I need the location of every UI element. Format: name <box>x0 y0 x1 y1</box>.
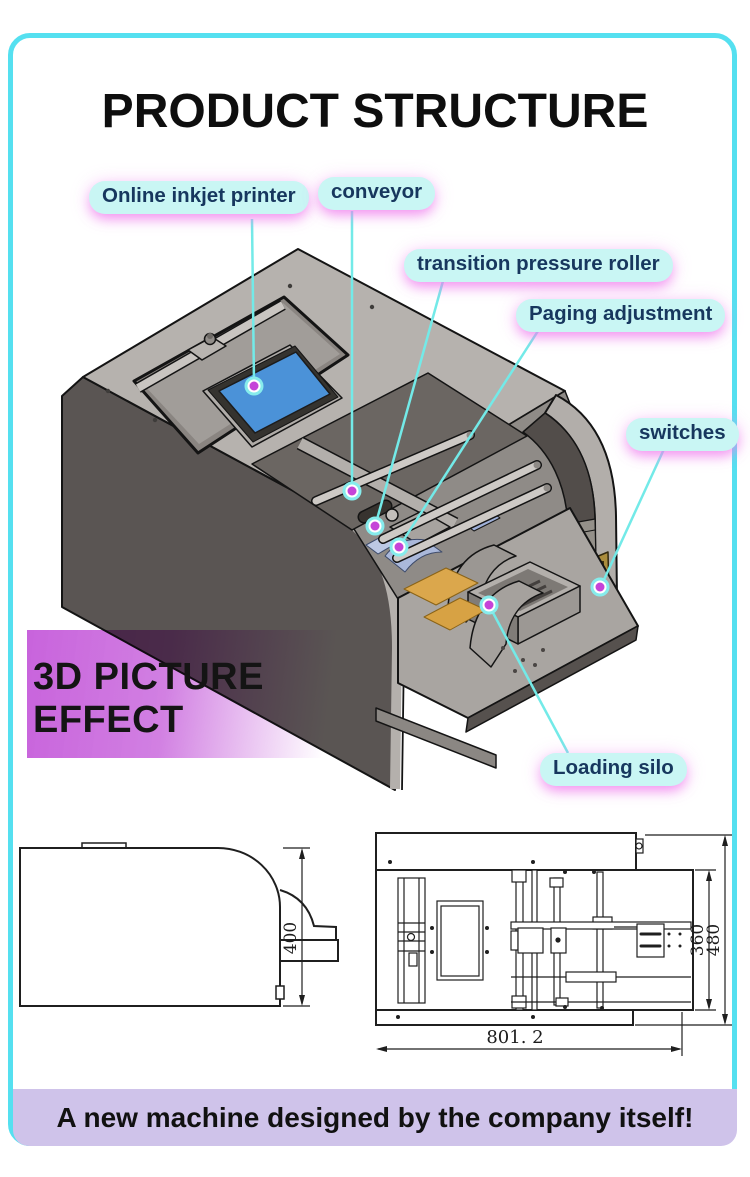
callout-paging-adjustment: Paging adjustment <box>516 299 726 332</box>
callout-online-inkjet-printer: Online inkjet printer <box>89 181 309 214</box>
effect-gradient-band <box>27 630 358 758</box>
dim-front-total-height: 480 <box>704 924 724 956</box>
callout-switches: switches <box>626 418 739 451</box>
effect-line-2: EFFECT <box>33 698 184 741</box>
dim-side-height: 400 <box>281 922 301 954</box>
dim-front-inner-height: 360 <box>688 924 708 956</box>
printer-screen <box>218 351 331 434</box>
top-screws <box>105 283 375 423</box>
technical-drawings: 400 <box>19 832 732 1056</box>
effect-line-1: 3D PICTURE <box>33 656 264 698</box>
dim-front-width: 801. 2 <box>486 1027 543 1048</box>
front-view-drawing: 360 480 801. 2 <box>375 832 732 1056</box>
effect-text: 3D PICTURE EFFECT <box>33 656 264 741</box>
paper-stack <box>403 567 479 606</box>
rail-carriage <box>187 336 227 361</box>
callout-loading-silo: Loading silo <box>540 753 687 786</box>
bottom-banner: A new machine designed by the company it… <box>13 1089 737 1146</box>
callout-conveyor: conveyor <box>318 177 436 210</box>
side-view-drawing: 400 <box>19 842 339 1007</box>
banner-text: A new machine designed by the company it… <box>56 1101 694 1133</box>
page-title: PRODUCT STRUCTURE <box>101 85 649 138</box>
callout-transition-pressure-roller: transition pressure roller <box>404 249 673 282</box>
